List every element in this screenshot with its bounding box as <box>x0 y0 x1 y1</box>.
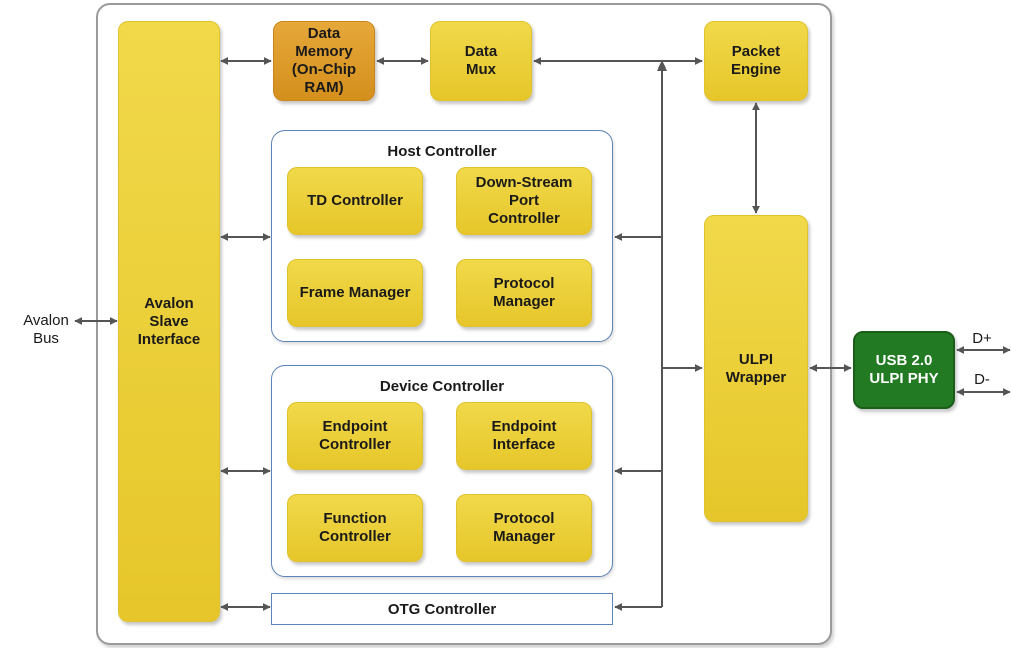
packet-engine-block: Packet Engine <box>704 21 808 101</box>
ulpi-wrapper-label: ULPI Wrapper <box>725 350 787 386</box>
avalon-bus-label: Avalon Bus <box>23 312 69 347</box>
device-controller-title: Device Controller <box>379 378 505 395</box>
data-mux-label: Data Mux <box>464 43 498 78</box>
host-protocol-manager-block: Protocol Manager <box>456 259 592 327</box>
frame-manager-label: Frame Manager <box>299 284 411 301</box>
otg-controller-block: OTG Controller <box>271 593 613 625</box>
otg-controller-label: OTG Controller <box>387 600 497 618</box>
avalon-slave-interface-label: Avalon Slave Interface <box>137 294 201 348</box>
endpoint-interface-block: Endpoint Interface <box>456 402 592 470</box>
function-controller-label: Function Controller <box>319 510 391 545</box>
endpoint-controller-label: Endpoint Controller <box>319 418 391 453</box>
host-protocol-manager-label: Protocol Manager <box>493 275 555 310</box>
downstream-port-controller-label: Down-Stream Port Controller <box>475 174 573 227</box>
td-controller-label: TD Controller <box>307 192 403 209</box>
device-protocol-manager-block: Protocol Manager <box>456 494 592 562</box>
packet-engine-label: Packet Engine <box>730 43 781 78</box>
bus-top-arrowhead <box>657 61 667 71</box>
host-controller-title: Host Controller <box>387 143 497 160</box>
avalon-slave-interface-block: Avalon Slave Interface <box>118 21 220 622</box>
usb-ulpi-phy-block: USB 2.0 ULPI PHY <box>853 331 955 409</box>
d-minus-label: D- <box>974 371 990 388</box>
ulpi-wrapper-block: ULPI Wrapper <box>704 215 808 522</box>
d-plus-label: D+ <box>972 330 992 347</box>
data-memory-block: Data Memory (On-Chip RAM) <box>273 21 375 101</box>
downstream-port-controller-block: Down-Stream Port Controller <box>456 167 592 235</box>
device-protocol-manager-label: Protocol Manager <box>493 510 555 545</box>
td-controller-block: TD Controller <box>287 167 423 235</box>
usb-ulpi-phy-label: USB 2.0 ULPI PHY <box>869 352 939 387</box>
endpoint-interface-label: Endpoint Interface <box>491 418 557 453</box>
data-memory-label: Data Memory (On-Chip RAM) <box>291 25 357 96</box>
frame-manager-block: Frame Manager <box>287 259 423 327</box>
endpoint-controller-block: Endpoint Controller <box>287 402 423 470</box>
data-mux-block: Data Mux <box>430 21 532 101</box>
function-controller-block: Function Controller <box>287 494 423 562</box>
